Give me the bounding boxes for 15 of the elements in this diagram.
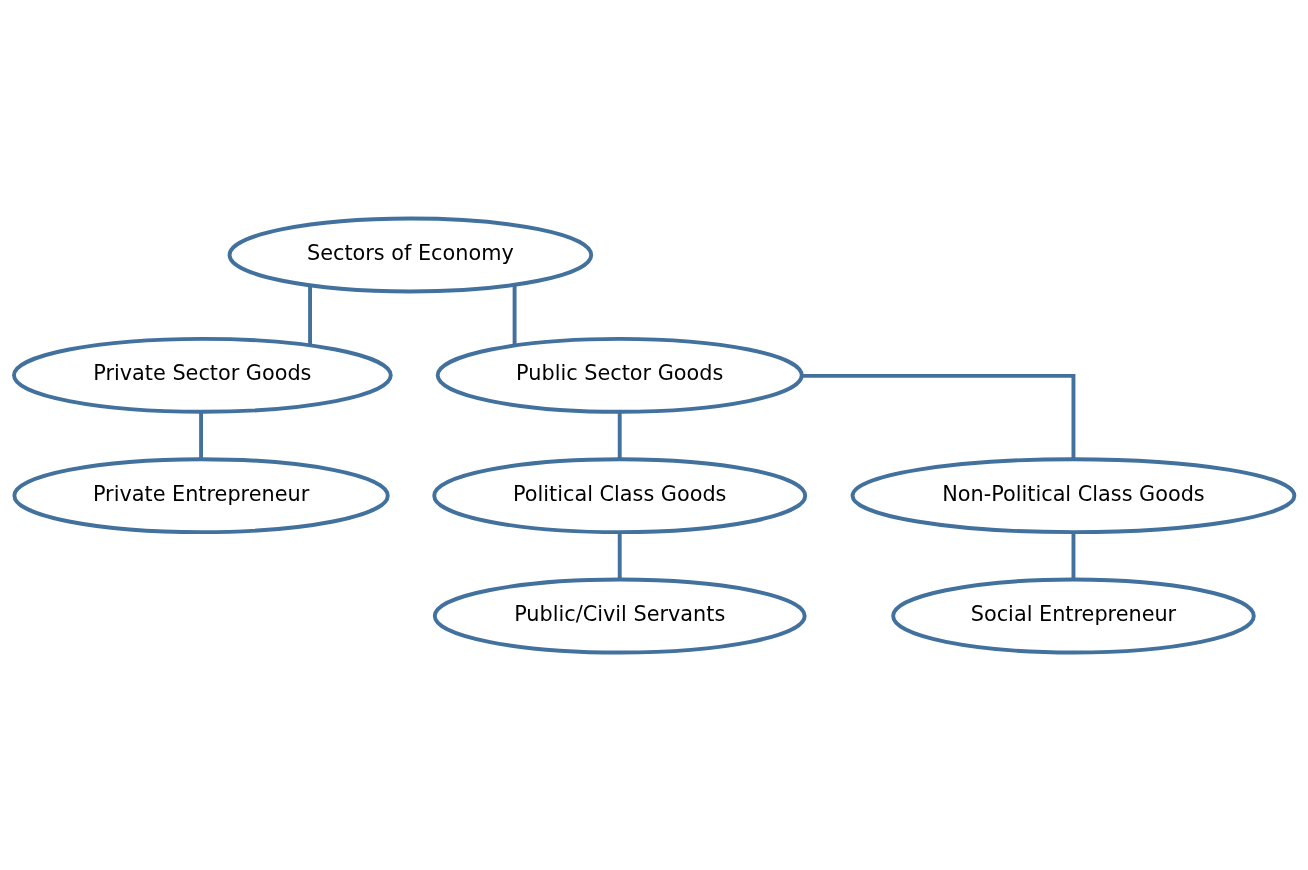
connector: [802, 373, 1076, 459]
node-ellipse: Sectors of Economy: [227, 216, 594, 293]
node-ellipse: Political Class Goods: [432, 456, 808, 534]
node-ellipse: Public/Civil Servants: [432, 577, 807, 654]
node-ellipse: Private Entrepreneur: [12, 456, 390, 534]
connector: [199, 411, 203, 458]
connector: [617, 411, 622, 458]
node-ellipse: Private Sector Goods: [12, 336, 393, 414]
connector: [617, 532, 622, 579]
node-ellipse: Non-Political Class Goods: [850, 456, 1297, 534]
connector: [1071, 532, 1076, 579]
connector: [512, 284, 517, 345]
node-ellipse: Public Sector Goods: [435, 336, 804, 414]
node-ellipse: Social Entrepreneur: [891, 577, 1256, 654]
connector: [308, 285, 312, 345]
